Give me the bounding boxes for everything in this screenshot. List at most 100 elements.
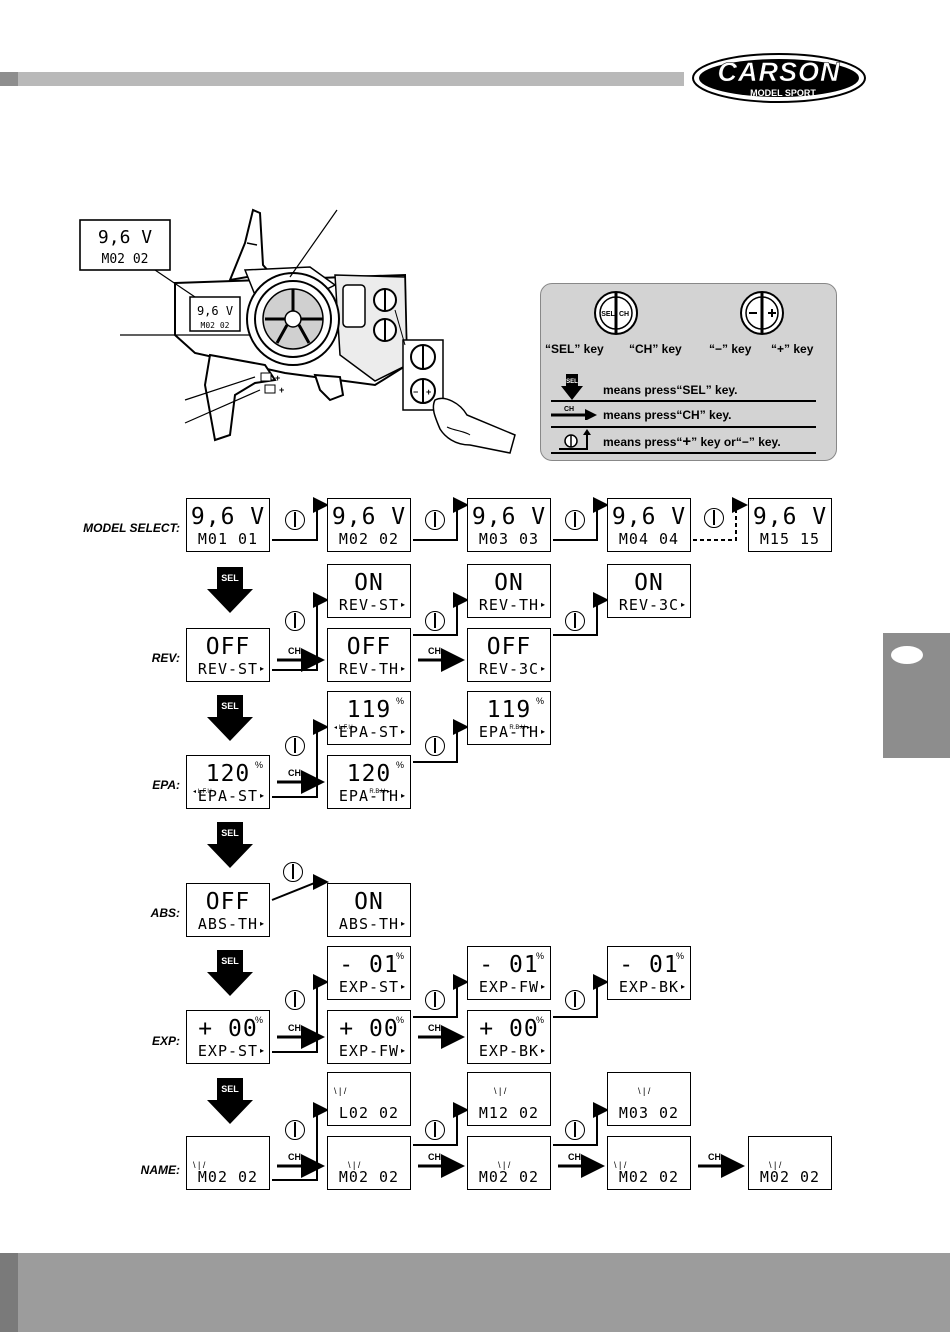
lcd-name-up-2: \ | /M12 02 — [467, 1072, 551, 1126]
lcd-exp-2: + 00%EXP-FW▸ — [327, 1010, 411, 1064]
arrow-indicator-icon: ▸ — [259, 664, 264, 673]
lcd-small: M03 02 — [618, 1104, 680, 1122]
plus-minus-icon — [565, 510, 585, 530]
lcd-name-up-1: \ | /L02 02 — [327, 1072, 411, 1126]
lcd-note: R.B.U ▸ — [509, 725, 530, 731]
lcd-exp-1: + 00%EXP-ST▸ — [186, 1010, 270, 1064]
percent-sign: % — [675, 951, 684, 961]
lcd-big: + 00 — [198, 1016, 258, 1042]
lcd-small: REV-ST — [338, 596, 400, 614]
plus-minus-icon — [425, 736, 445, 756]
lcd-epa-up-2: 119%R.B.U ▸EPA-TH▸ — [467, 691, 551, 745]
lcd-small: M02 02 — [338, 1168, 400, 1186]
lcd-small: EXP-FW — [338, 1042, 400, 1060]
minus-key-label: “−” key — [709, 342, 752, 356]
blink-indicator-icon: \ | / — [638, 1086, 651, 1096]
sel-arrow-label-3: SEL — [221, 828, 239, 838]
lcd-small: ABS-TH — [197, 915, 259, 933]
lcd-big: 120 — [346, 761, 392, 787]
side-tab-marker — [891, 646, 923, 664]
legend-line-ch: means press“CH” key. — [603, 408, 732, 422]
percent-sign: % — [254, 1015, 263, 1025]
plus-minus-icon — [565, 611, 585, 631]
percent-sign: % — [535, 696, 544, 706]
plus-minus-icon — [425, 990, 445, 1010]
arrow-indicator-icon: ▸ — [540, 982, 545, 991]
sel-key-label: “SEL” key — [545, 342, 604, 356]
lcd-small: M04 04 — [618, 530, 680, 548]
lcd-small: EXP-BK — [618, 978, 680, 996]
transmitter-illustration: 9,6 V M02 02 9,6 V M02 02 + + − + — [79, 208, 516, 454]
lcd-small: M01 01 — [197, 530, 259, 548]
lcd-small: M02 02 — [478, 1168, 540, 1186]
ch-key-glyph: CH — [619, 311, 629, 318]
ch-label-rev-2: CH — [428, 646, 441, 656]
arrow-indicator-icon: ▸ — [400, 791, 405, 800]
percent-sign: % — [395, 696, 404, 706]
logo-sub: MODEL SPORT — [750, 88, 816, 98]
ch-key-label: “CH” key — [629, 342, 682, 356]
lcd-big: + 00 — [479, 1016, 539, 1042]
plus-minus-icon — [425, 1120, 445, 1140]
plus-minus-icon — [285, 736, 305, 756]
lcd-small: M03 03 — [478, 530, 540, 548]
sel-ch-keypad-icon: SEL CH — [594, 291, 638, 335]
plus-minus-icon — [283, 862, 303, 882]
sel-key-glyph: SEL — [601, 311, 615, 318]
ch-label-name-4: CH — [708, 1152, 721, 1162]
percent-sign: % — [535, 951, 544, 961]
arrow-indicator-icon: ▸ — [400, 664, 405, 673]
percent-sign: % — [395, 951, 404, 961]
lcd-big: + 00 — [339, 1016, 399, 1042]
lcd-big: 119 — [486, 697, 532, 723]
ch-arrow-icon: CH — [551, 406, 597, 420]
ch-arrow-icon-label: CH — [564, 406, 574, 413]
percent-sign: % — [254, 760, 263, 770]
lcd-big: OFF — [205, 634, 251, 660]
legend-line-plus-minus: means press“+” key or“−” key. — [603, 433, 781, 450]
ch-label-rev-1: CH — [288, 646, 301, 656]
key-legend: SEL CH “SEL” key “CH” key “−” key “+” ke… — [540, 283, 837, 461]
lcd-big: OFF — [346, 634, 392, 660]
blink-indicator-icon: \ | / — [769, 1160, 782, 1170]
plus-minus-icon — [285, 510, 305, 530]
row-label-model-select: MODEL SELECT: — [83, 521, 180, 535]
legend-divider-3 — [551, 452, 816, 454]
trim-plus-1: + — [275, 373, 280, 383]
lcd-big: 120 — [205, 761, 251, 787]
lcd-small: M12 02 — [478, 1104, 540, 1122]
arrow-indicator-icon: ▸ — [259, 919, 264, 928]
plus-minus-keypad-icon — [740, 291, 784, 335]
row-label-rev: REV: — [151, 651, 180, 665]
plus-key-label: “+” key — [771, 342, 814, 356]
blink-indicator-icon: \ | / — [498, 1160, 511, 1170]
blink-indicator-icon: \ | / — [614, 1160, 627, 1170]
lcd-small: M02 02 — [618, 1168, 680, 1186]
legend-divider-1 — [551, 400, 816, 402]
lcd-name-4: \ | /M02 02 — [607, 1136, 691, 1190]
lcd-small: EPA-ST — [338, 723, 400, 741]
lcd-exp-up-1: - 01%EXP-ST▸ — [327, 946, 411, 1000]
plus-minus-icon — [425, 611, 445, 631]
arrow-indicator-icon: ▸ — [400, 600, 405, 609]
legend-line-sel: means press“SEL” key. — [603, 383, 738, 397]
lcd-exp-3: + 00%EXP-BK▸ — [467, 1010, 551, 1064]
lcd-small: EPA-TH — [478, 723, 540, 741]
lcd-small: EXP-ST — [338, 978, 400, 996]
lcd-small: M02 02 — [338, 530, 400, 548]
arrow-indicator-icon: ▸ — [680, 600, 685, 609]
legend-divider-2 — [551, 426, 816, 428]
lcd-big: OFF — [205, 889, 251, 915]
lcd-big: 119 — [346, 697, 392, 723]
lcd-big: 9,6 V — [331, 504, 407, 530]
lcd-big: ON — [634, 570, 664, 596]
lcd-name-up-3: \ | / M03 02 — [607, 1072, 691, 1126]
lcd-name-1: \ | /M02 02 — [186, 1136, 270, 1190]
